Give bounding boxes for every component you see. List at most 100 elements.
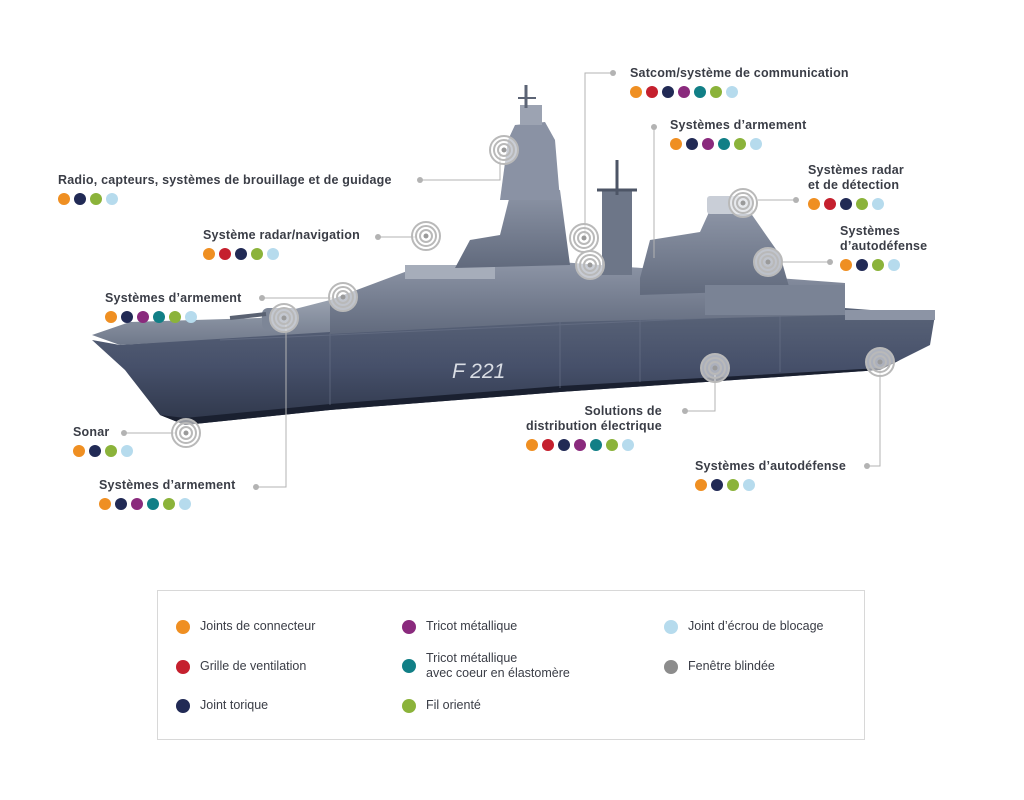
legend-label: Fil orienté xyxy=(426,698,481,712)
material-dot-lightblue xyxy=(121,445,133,457)
material-dot-green xyxy=(727,479,739,491)
material-dot-teal xyxy=(147,498,159,510)
callout-armement-top: Systèmes d’armement xyxy=(670,118,807,150)
target-marker-icon xyxy=(411,221,441,251)
legend-color-dot xyxy=(402,619,416,634)
callout-distribution: Solutions de distribution électrique xyxy=(526,404,662,451)
material-dot-navy xyxy=(89,445,101,457)
material-dot-navy xyxy=(840,198,852,210)
legend-label: Tricot métallique xyxy=(426,651,518,665)
material-dot-lightblue xyxy=(888,259,900,271)
material-dot-navy xyxy=(686,138,698,150)
target-marker-icon xyxy=(171,418,201,448)
target-marker-icon xyxy=(753,247,783,277)
legend-item-connector-joints: Joints de connecteur xyxy=(176,619,315,634)
material-dot-red xyxy=(219,248,231,260)
legend-color-dot xyxy=(176,698,190,713)
callout-label: Systèmes d’armement xyxy=(670,118,807,132)
material-dot-orange xyxy=(695,479,707,491)
material-dot-lightblue xyxy=(872,198,884,210)
legend-color-dot xyxy=(664,659,678,674)
hangar xyxy=(705,285,845,315)
ship-hull xyxy=(92,308,935,425)
material-dot-orange xyxy=(630,86,642,98)
target-marker-icon xyxy=(700,353,730,383)
callout-satcom: Satcom/système de communication xyxy=(630,66,849,98)
material-dot-navy xyxy=(856,259,868,271)
target-markers xyxy=(171,135,895,448)
callout-radar-nav: Système radar/navigation xyxy=(203,228,360,260)
material-dot-lightblue xyxy=(267,248,279,260)
funnel-mast xyxy=(602,190,632,275)
callout-label: Systèmes xyxy=(840,224,900,238)
legend-item-o-ring: Joint torique xyxy=(176,698,268,713)
material-dot-lightblue xyxy=(743,479,755,491)
legend-color-dot xyxy=(402,659,416,673)
legend-color-dot xyxy=(176,619,190,634)
material-dot-red xyxy=(824,198,836,210)
material-dot-purple xyxy=(137,311,149,323)
bridge-tower xyxy=(455,190,570,268)
material-dot-navy xyxy=(74,193,86,205)
callout-sonar: Sonar xyxy=(73,425,133,457)
material-dot-navy xyxy=(558,439,570,451)
callout-dots xyxy=(105,311,242,323)
callout-label: distribution électrique xyxy=(526,419,662,433)
material-dot-green xyxy=(606,439,618,451)
callout-radio: Radio, capteurs, systèmes de brouillage … xyxy=(58,173,392,205)
callout-dots xyxy=(73,445,133,457)
material-dot-orange xyxy=(670,138,682,150)
aft-superstructure xyxy=(640,210,790,295)
legend-color-dot xyxy=(664,619,678,634)
callout-dots xyxy=(58,193,392,205)
callout-label: Système radar/navigation xyxy=(203,228,360,242)
legend-label: Tricot métallique xyxy=(426,619,518,633)
callout-label: Systèmes radar xyxy=(808,163,904,177)
legend-item-ventilation-grille: Grille de ventilation xyxy=(176,659,306,674)
callout-autodefense-bottom: Systèmes d’autodéfense xyxy=(695,459,846,491)
material-dot-teal xyxy=(153,311,165,323)
legend-label: avec coeur en élastomère xyxy=(426,666,570,680)
material-dot-orange xyxy=(840,259,852,271)
legend-color-dot xyxy=(402,698,416,713)
target-marker-icon xyxy=(269,303,299,333)
legend-item-knitted-mesh: Tricot métallique xyxy=(402,619,517,634)
fore-deck xyxy=(92,300,330,345)
material-dot-lightblue xyxy=(185,311,197,323)
material-dot-green xyxy=(90,193,102,205)
callout-dots xyxy=(526,439,662,451)
material-dot-lightblue xyxy=(179,498,191,510)
ship xyxy=(92,85,935,425)
material-dot-green xyxy=(872,259,884,271)
legend-item-armored-window: Fenêtre blindée xyxy=(664,659,775,674)
material-dot-orange xyxy=(526,439,538,451)
target-marker-icon xyxy=(328,282,358,312)
material-dot-navy xyxy=(235,248,247,260)
material-dot-green xyxy=(856,198,868,210)
material-dot-lightblue xyxy=(750,138,762,150)
material-dot-navy xyxy=(711,479,723,491)
callout-armement-mid: Systèmes d’armement xyxy=(105,291,242,323)
material-dot-orange xyxy=(203,248,215,260)
hull-number: F 221 xyxy=(452,360,505,383)
legend-label: Joint d’écrou de blocage xyxy=(688,619,824,633)
target-marker-icon xyxy=(489,135,519,165)
material-dot-teal xyxy=(718,138,730,150)
material-dot-green xyxy=(710,86,722,98)
material-dot-lightblue xyxy=(726,86,738,98)
legend-color-dot xyxy=(176,659,190,674)
target-marker-icon xyxy=(575,250,605,280)
material-dot-navy xyxy=(121,311,133,323)
material-dot-red xyxy=(646,86,658,98)
material-dot-lightblue xyxy=(106,193,118,205)
material-dot-green xyxy=(163,498,175,510)
legend-item-lock-nut-joint: Joint d’écrou de blocage xyxy=(664,619,824,634)
legend-item-oriented-wire: Fil orienté xyxy=(402,698,481,713)
legend-label: Joint torique xyxy=(200,698,269,712)
material-dot-green xyxy=(105,445,117,457)
material-dot-orange xyxy=(73,445,85,457)
callout-dots xyxy=(695,479,846,491)
material-dot-navy xyxy=(115,498,127,510)
ship-waterline xyxy=(160,360,900,425)
